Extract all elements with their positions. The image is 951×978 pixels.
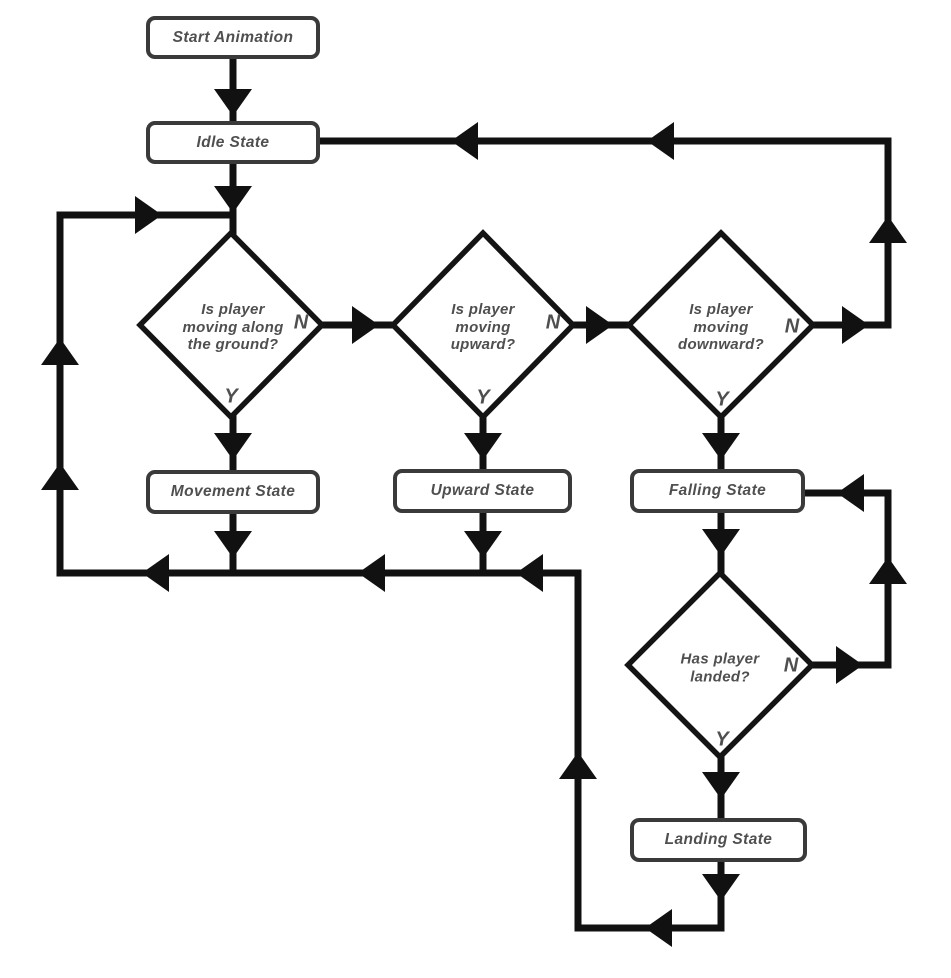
arrowhead-up bbox=[41, 463, 79, 490]
arrowhead-up bbox=[869, 557, 907, 584]
branch-label-yes: Y bbox=[476, 386, 490, 409]
arrowhead-down bbox=[702, 772, 740, 799]
arrowhead-left bbox=[645, 909, 672, 947]
arrowhead-down bbox=[702, 874, 740, 901]
arrowhead-down bbox=[214, 89, 252, 116]
arrowhead-up bbox=[559, 752, 597, 779]
node-idle-state-label: Idle State bbox=[196, 133, 270, 151]
branch-label-no: N bbox=[783, 654, 799, 677]
branch-label-no: N bbox=[545, 311, 561, 334]
arrowhead-up bbox=[869, 216, 907, 243]
node-upward-state-label: Upward State bbox=[430, 482, 535, 499]
node-landing-state: Landing State bbox=[630, 818, 807, 862]
arrowhead-up bbox=[41, 338, 79, 365]
arrowhead-right bbox=[836, 646, 863, 684]
node-falling-state: Falling State bbox=[630, 469, 805, 513]
node-idle-state: Idle State bbox=[146, 121, 320, 164]
decision-question-moving-upward: Is player moving upward? bbox=[450, 300, 516, 353]
arrowhead-left bbox=[516, 554, 543, 592]
node-upward-state: Upward State bbox=[393, 469, 572, 513]
arrowhead-down bbox=[464, 433, 502, 460]
node-landing-state-label: Landing State bbox=[664, 831, 773, 848]
branch-label-no: N bbox=[293, 311, 309, 334]
decision-diamond-has-landed bbox=[624, 569, 816, 761]
branch-label-yes: Y bbox=[715, 728, 729, 751]
arrowhead-right bbox=[586, 306, 613, 344]
arrowhead-left bbox=[358, 554, 385, 592]
decision-diamond-moving-ground bbox=[136, 229, 326, 421]
arrowhead-down bbox=[214, 433, 252, 460]
arrowhead-left bbox=[837, 474, 864, 512]
arrowhead-right bbox=[135, 196, 162, 234]
branch-label-yes: Y bbox=[224, 385, 238, 408]
arrowhead-right bbox=[842, 306, 869, 344]
decision-diamonds bbox=[136, 229, 817, 761]
arrowhead-down bbox=[702, 433, 740, 460]
node-movement-state: Movement State bbox=[146, 470, 320, 514]
node-start-animation: Start Animation bbox=[146, 16, 320, 59]
edge-downward-no-loop bbox=[316, 137, 892, 329]
node-falling-state-label: Falling State bbox=[668, 482, 767, 499]
decision-question-has-landed: Has player landed? bbox=[680, 650, 760, 686]
decision-question-moving-downward: Is player moving downward? bbox=[677, 300, 765, 353]
decision-diamond-moving-upward bbox=[389, 229, 577, 421]
arrowhead-down bbox=[214, 186, 252, 213]
decision-question-moving-ground: Is player moving along the ground? bbox=[182, 300, 284, 353]
branch-label-no: N bbox=[784, 315, 800, 338]
arrowheads bbox=[41, 89, 907, 947]
arrowhead-left bbox=[142, 554, 169, 592]
arrowhead-right bbox=[352, 306, 379, 344]
node-movement-state-label: Movement State bbox=[170, 483, 296, 500]
arrowhead-down bbox=[702, 529, 740, 556]
arrowhead-left bbox=[647, 122, 674, 160]
branch-label-yes: Y bbox=[715, 388, 729, 411]
arrowhead-down bbox=[464, 531, 502, 558]
decision-diamond-moving-downward bbox=[625, 229, 817, 421]
node-start-animation-label: Start Animation bbox=[172, 28, 294, 46]
arrowhead-down bbox=[214, 531, 252, 558]
arrowhead-left bbox=[451, 122, 478, 160]
